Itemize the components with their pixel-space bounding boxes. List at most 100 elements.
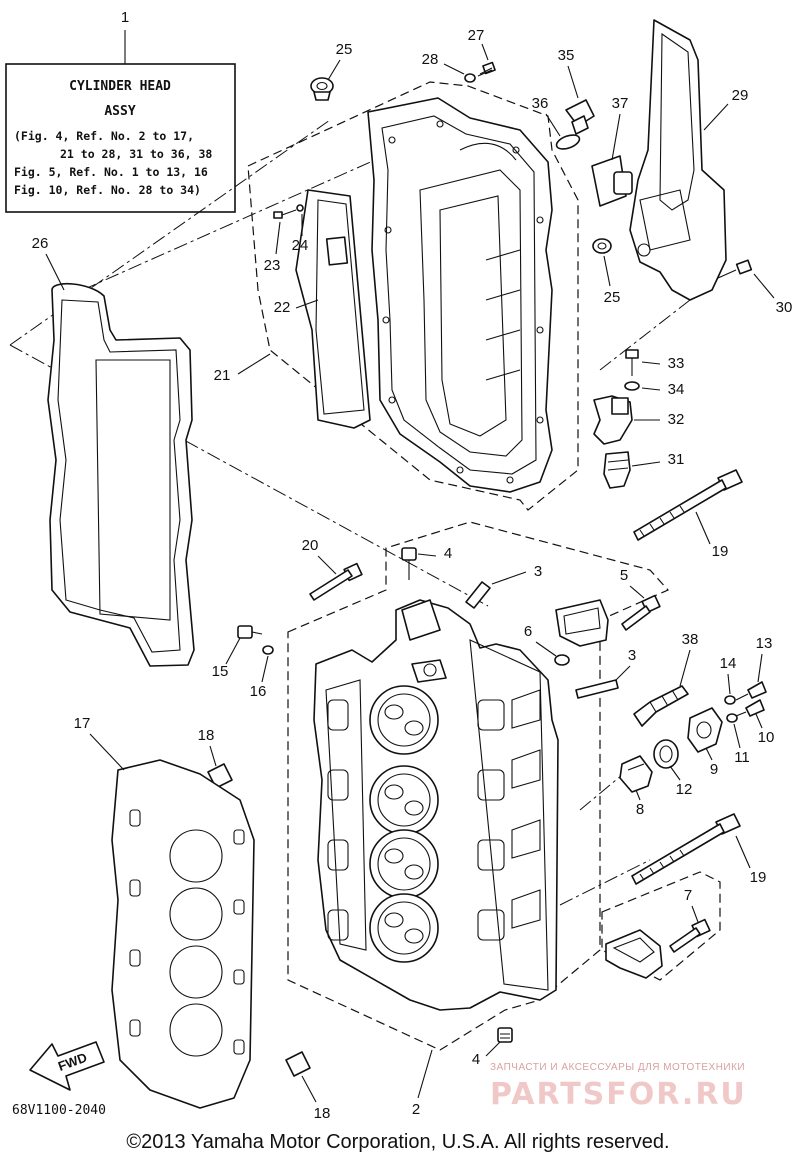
- info-box: CYLINDER HEAD ASSY (Fig. 4, Ref. No. 2 t…: [5, 9, 236, 213]
- dowel-3-lower: [575, 679, 619, 699]
- watermark-brand: PARTSFOR.RU: [490, 1077, 747, 1112]
- callout-38: 38: [682, 631, 699, 648]
- plug-4-upper: [401, 547, 417, 580]
- cover-9: [687, 707, 723, 753]
- bolt-27: [477, 61, 496, 77]
- long-bolt-19-upper: [633, 469, 743, 541]
- callout-15: 15: [212, 663, 229, 680]
- bolt-33: [625, 349, 639, 376]
- callout-31: 31: [668, 451, 685, 468]
- diagram-code: 68V1100-2040: [12, 1103, 106, 1118]
- callout-21: 21: [214, 367, 231, 384]
- callout-27: 27: [468, 27, 485, 44]
- breather-cover-22: [295, 189, 371, 429]
- long-bolt-19-lower: [631, 813, 741, 885]
- info-box-line-3: Fig. 5, Ref. No. 1 to 13, 16: [14, 165, 208, 179]
- o-ring-36: [555, 134, 581, 150]
- info-box-line-1: (Fig. 4, Ref. No. 2 to 17,: [14, 129, 194, 143]
- callout-3-upper: 3: [534, 563, 542, 580]
- fwd-arrow: FWD: [29, 1041, 105, 1091]
- washer-11: [726, 713, 738, 723]
- callout-32: 32: [668, 411, 685, 428]
- bolt-30: [717, 259, 753, 279]
- callout-20: 20: [302, 537, 319, 554]
- callout-9: 9: [710, 761, 718, 778]
- sensor-8: [619, 755, 653, 793]
- callout-7: 7: [684, 887, 692, 904]
- dowel-3-upper: [465, 581, 491, 609]
- bolt-13: [735, 681, 767, 701]
- head-gasket-17: [111, 759, 255, 1109]
- callout-33: 33: [668, 355, 685, 372]
- bolt-10: [735, 699, 765, 717]
- callout-24: 24: [292, 237, 309, 254]
- bolt-20: [309, 562, 363, 601]
- center-lines: [9, 119, 691, 906]
- watermark-tagline: ЗАПЧАСТИ И АКСЕССУАРЫ ДЛЯ МОТОТЕХНИКИ: [490, 1062, 745, 1073]
- info-box-title: CYLINDER HEAD: [69, 79, 171, 94]
- grommet-25-right: [592, 238, 612, 254]
- washer-14: [724, 695, 736, 705]
- washer-16: [262, 645, 274, 655]
- info-box-line-4: Fig. 10, Ref. No. 28 to 34): [14, 183, 201, 197]
- valve-cover-gasket-26: [47, 282, 195, 667]
- info-box-subtitle: ASSY: [104, 104, 135, 119]
- callout-14: 14: [720, 655, 737, 672]
- callout-26: 26: [32, 235, 49, 252]
- bolt-5: [621, 594, 661, 631]
- info-box-line-2: 21 to 28, 31 to 36, 38: [60, 147, 212, 161]
- grommet-25-top: [310, 77, 334, 101]
- callout-35: 35: [558, 47, 575, 64]
- callout-29: 29: [732, 87, 749, 104]
- callout-23: 23: [264, 257, 281, 274]
- callout-5: 5: [620, 567, 628, 584]
- sensor-31: [603, 451, 631, 489]
- thermostat-housing-upper: [555, 599, 609, 647]
- bolt-7: [669, 918, 711, 953]
- callout-13: 13: [756, 635, 773, 652]
- spark-plug-38: [633, 685, 689, 727]
- callout-1: 1: [121, 9, 129, 26]
- collar-6: [554, 654, 570, 666]
- callout-8: 8: [636, 801, 644, 818]
- callout-18-lower: 18: [314, 1105, 331, 1122]
- bracket-29: [613, 19, 727, 301]
- callout-18-upper: 18: [198, 727, 215, 744]
- callout-36: 36: [532, 95, 549, 112]
- plug-4-lower: [497, 1027, 513, 1043]
- callout-30: 30: [776, 299, 793, 316]
- callout-2: 2: [412, 1101, 420, 1118]
- oil-filler-cap-35: [565, 99, 595, 135]
- callout-11: 11: [734, 749, 750, 766]
- callout-25-top: 25: [336, 41, 353, 58]
- dowel-18-lower: [285, 1051, 311, 1077]
- callout-19-lower: 19: [750, 869, 767, 886]
- washer-34: [624, 381, 640, 391]
- callout-19-upper: 19: [712, 543, 729, 560]
- callout-16: 16: [250, 683, 267, 700]
- callout-34: 34: [668, 381, 685, 398]
- cylinder-head-2: [313, 599, 559, 1011]
- washer-28: [464, 73, 476, 83]
- thermostat-cover-lower: [605, 929, 663, 979]
- seal-12: [653, 739, 679, 769]
- callout-6: 6: [524, 623, 532, 640]
- callout-25-right: 25: [604, 289, 621, 306]
- callout-4-lower: 4: [472, 1051, 480, 1068]
- copyright-notice: ©2013 Yamaha Motor Corporation, U.S.A. A…: [126, 1131, 669, 1153]
- callout-10: 10: [758, 729, 775, 746]
- callout-17: 17: [74, 715, 91, 732]
- callout-37: 37: [612, 95, 629, 112]
- bolt-15: [237, 625, 263, 639]
- callout-3-lower: 3: [628, 647, 636, 664]
- callout-12: 12: [676, 781, 693, 798]
- callout-4-upper: 4: [444, 545, 452, 562]
- valve-cover-21: [367, 97, 553, 493]
- combustion-chambers: [369, 685, 439, 963]
- sensor-bracket-32: [593, 395, 633, 445]
- callout-22: 22: [274, 299, 291, 316]
- watermark: ЗАПЧАСТИ И АКСЕССУАРЫ ДЛЯ МОТОТЕХНИКИ PA…: [490, 1062, 747, 1112]
- bolt-23: [273, 204, 304, 219]
